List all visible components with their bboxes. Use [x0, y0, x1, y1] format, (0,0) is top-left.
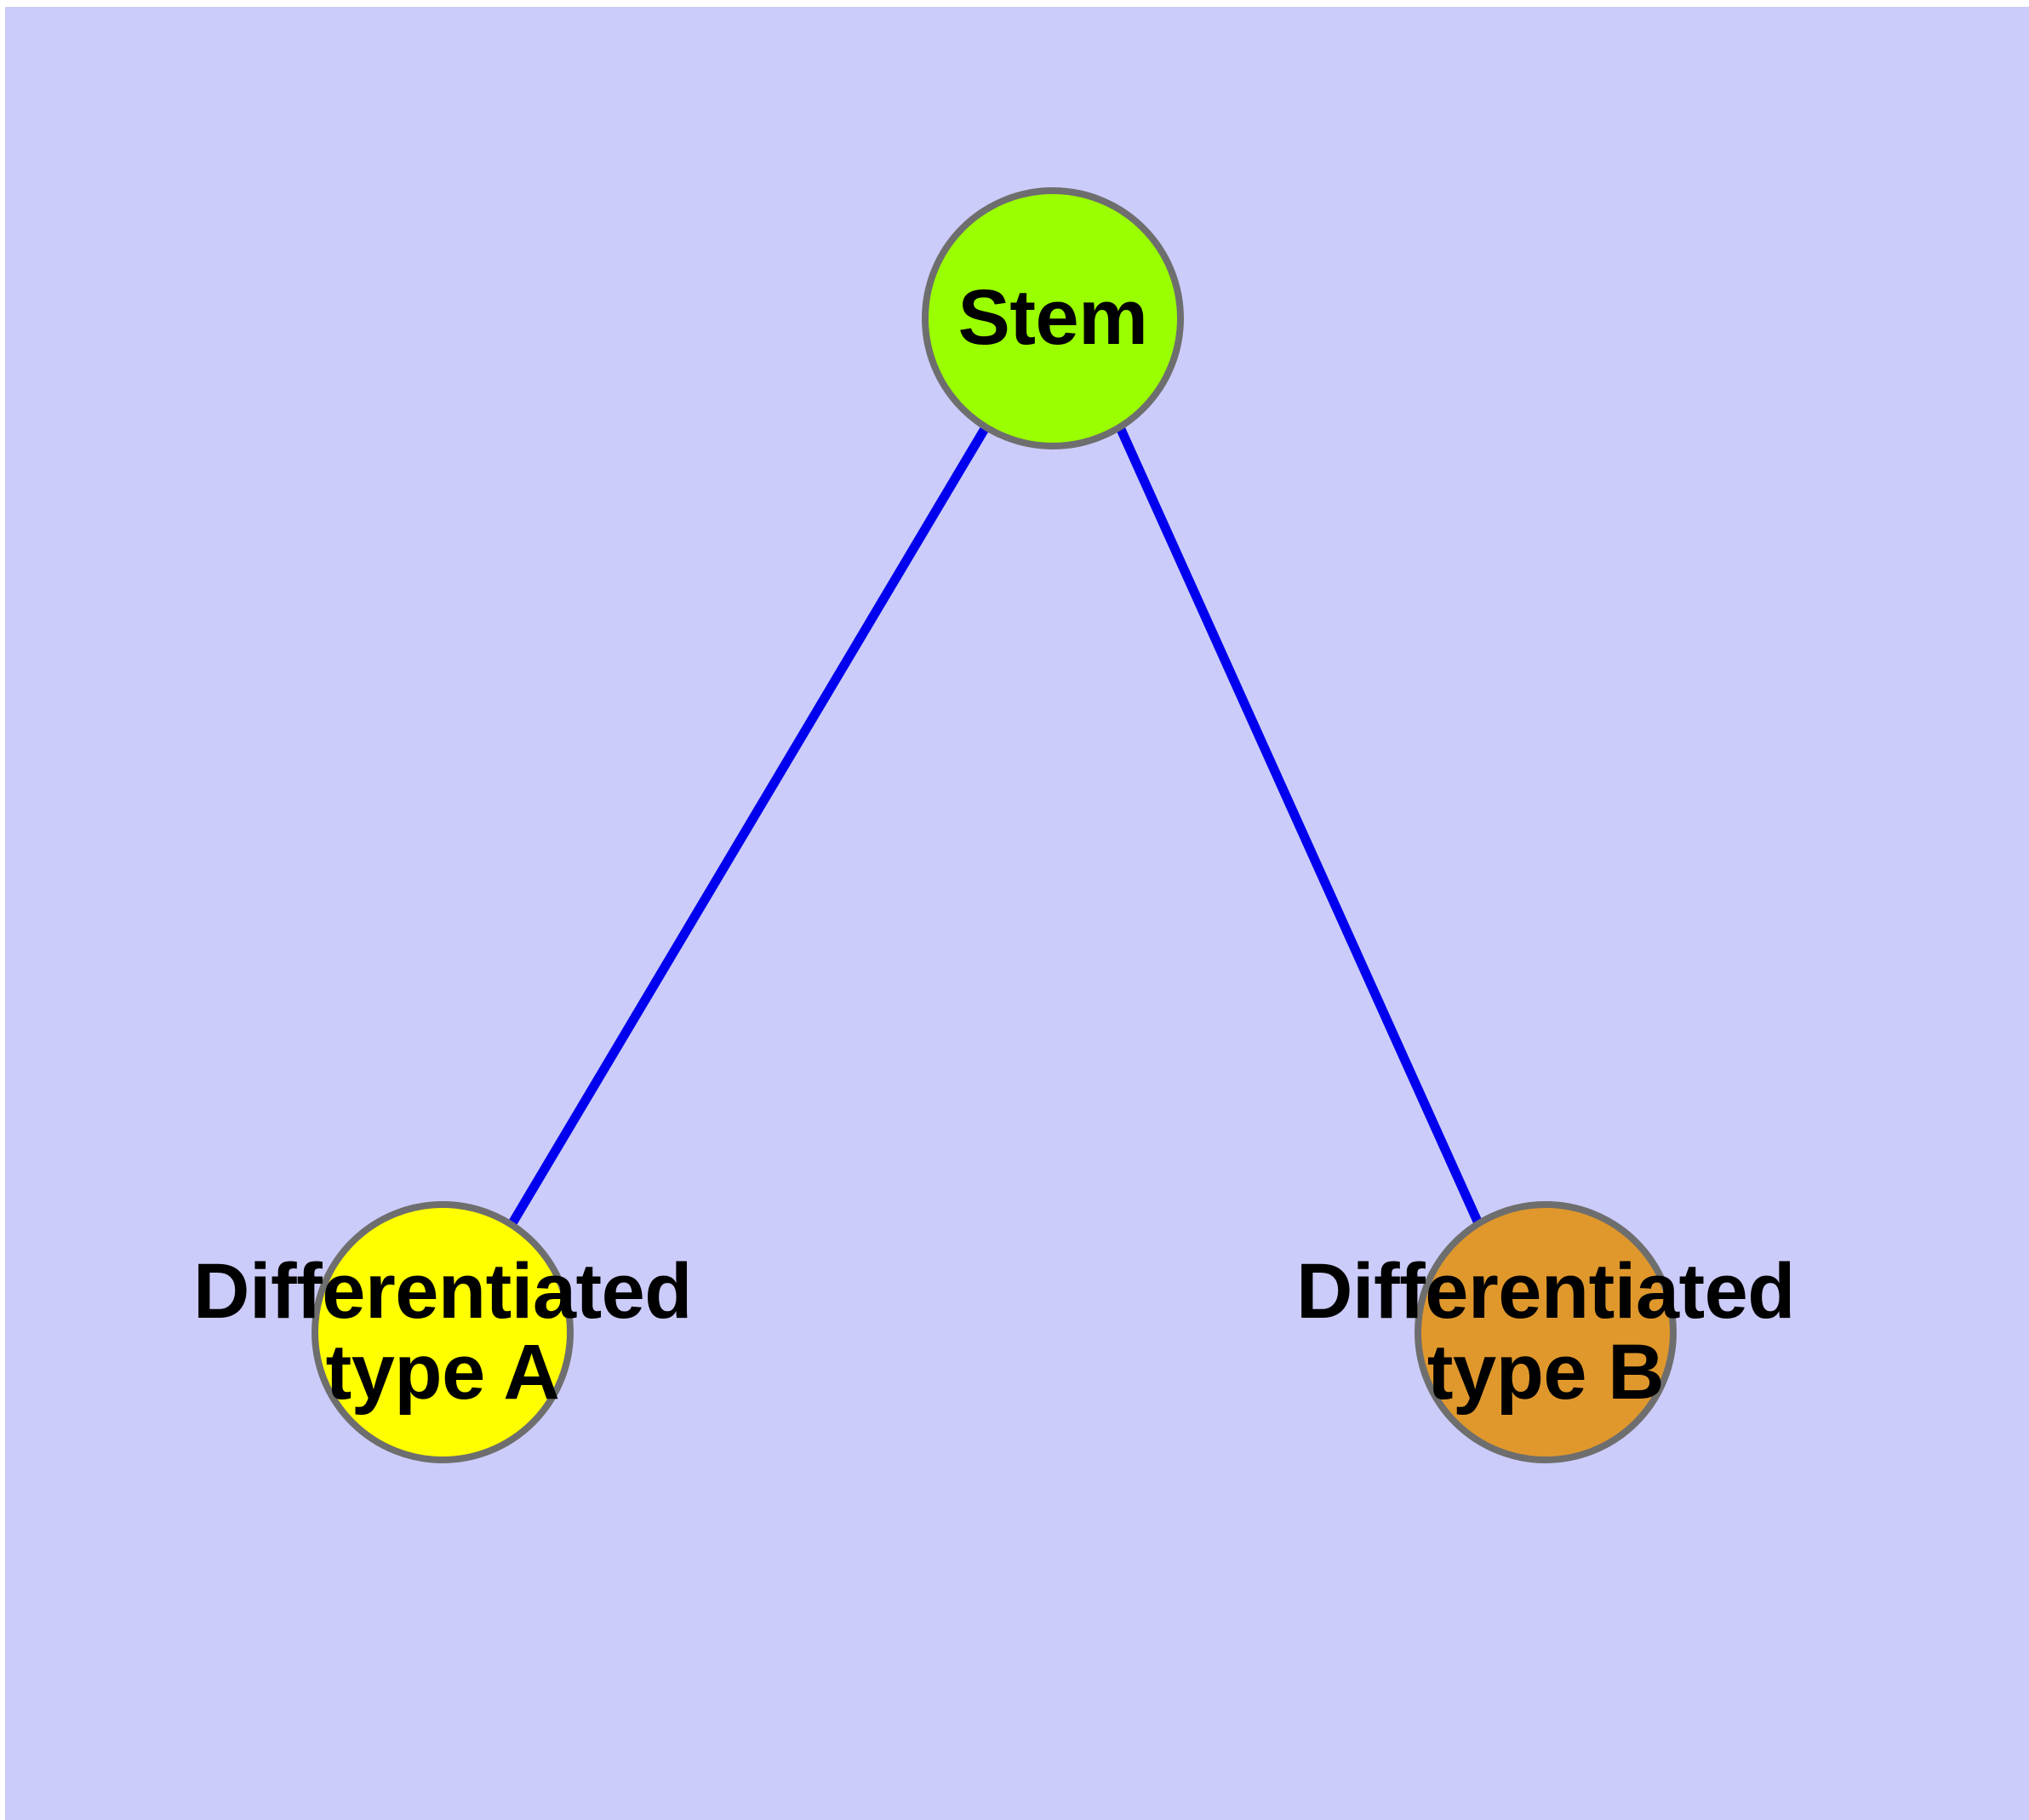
graph-edge-stem-to-diff-a[interactable]	[508, 425, 990, 1226]
graph-node-diff-b[interactable]	[1415, 1201, 1677, 1463]
nodes-layer	[311, 187, 1677, 1463]
graph-edge-stem-to-diff-b[interactable]	[1115, 425, 1483, 1226]
graph-node-diff-a[interactable]	[311, 1201, 574, 1463]
edges-layer	[508, 425, 1483, 1226]
graph-node-stem[interactable]	[922, 187, 1184, 449]
